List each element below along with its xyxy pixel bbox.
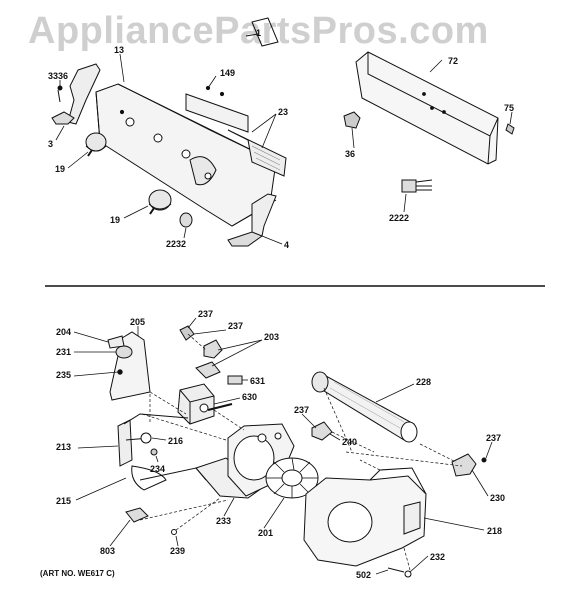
part-218-housing <box>303 467 427 567</box>
part-240-switch <box>311 421 333 441</box>
part-75-screw <box>505 123 515 135</box>
callout-label: 237 <box>198 309 214 319</box>
part-1-panel <box>251 17 279 47</box>
callout-label: 3336 <box>48 71 69 81</box>
callout-label: 23 <box>278 107 289 117</box>
part-230-thermostat <box>451 453 477 477</box>
callout-label: 803 <box>100 546 116 556</box>
callout-label: 36 <box>345 149 356 159</box>
callout-label: 239 <box>170 546 186 556</box>
part-215-belt-line <box>123 413 189 425</box>
callout-label: 204 <box>56 327 72 337</box>
part-231-clip <box>115 345 133 359</box>
part-201-fan-wheel <box>265 457 319 499</box>
part-204-clip <box>107 335 125 349</box>
part-149-bracket <box>185 93 249 133</box>
callout-label: 75 <box>504 103 515 113</box>
part-215-belt <box>131 465 167 491</box>
console-knob-hole <box>181 149 191 159</box>
part-19-knob-b <box>148 189 172 215</box>
part-631-block <box>227 375 243 385</box>
callout-label: 631 <box>250 376 266 386</box>
screw-3336 <box>57 85 63 91</box>
callout-label: 216 <box>168 436 184 446</box>
part-72-panel <box>355 51 499 165</box>
part-3-endcap <box>67 63 101 125</box>
callout-label: 19 <box>55 164 66 174</box>
callout-label: 13 <box>114 45 125 55</box>
callout-label: 19 <box>110 215 121 225</box>
callout-label: 2232 <box>166 239 187 249</box>
callout-label: 630 <box>242 392 258 402</box>
part-235-screw <box>117 369 123 375</box>
part-2232-button <box>179 212 193 228</box>
part-19-knob-a <box>85 132 107 157</box>
callout-label: 235 <box>56 370 72 380</box>
part-232-washer <box>404 570 412 578</box>
part-630-motor <box>177 383 233 425</box>
callout-label: 215 <box>56 496 72 506</box>
part-36-part <box>343 111 361 129</box>
callout-label: 237 <box>294 405 310 415</box>
callout-label: 230 <box>490 493 506 503</box>
callout-label: 2222 <box>389 213 410 223</box>
callout-label: 3 <box>48 139 54 149</box>
part-803-clip <box>125 507 149 523</box>
callout-label: 234 <box>150 464 166 474</box>
part-239-screw <box>171 529 177 535</box>
callout-label: 237 <box>486 433 502 443</box>
callout-label: 203 <box>264 332 280 342</box>
console-knob-hole <box>125 117 135 127</box>
part-23-board <box>227 129 287 177</box>
watermark: AppliancePartsPros.com <box>28 10 489 52</box>
art-number: (ART NO. WE617 C) <box>40 569 115 578</box>
callout-label: 218 <box>487 526 503 536</box>
callout-label: 240 <box>342 437 358 447</box>
console-knob-hole <box>153 133 163 143</box>
callout-label: 72 <box>448 56 459 66</box>
part-2222-connector <box>401 179 417 193</box>
part-213-idler <box>117 419 158 467</box>
part-502-bolt <box>387 567 405 573</box>
callout-label: 237 <box>228 321 244 331</box>
callout-label: 213 <box>56 442 72 452</box>
callout-label: 205 <box>130 317 146 327</box>
callout-label: 4 <box>284 240 290 250</box>
callout-label: 232 <box>430 552 446 562</box>
callout-label: 228 <box>416 377 432 387</box>
callout-label: 149 <box>220 68 236 78</box>
callout-label: 502 <box>356 570 372 580</box>
part-237-screw <box>481 457 487 463</box>
callout-label: 231 <box>56 347 72 357</box>
part-228-duct <box>311 371 418 443</box>
callout-label: 201 <box>258 528 274 538</box>
callout-label: 233 <box>216 516 232 526</box>
part-203-clamp <box>203 339 223 359</box>
callout-label: 1 <box>256 28 262 38</box>
